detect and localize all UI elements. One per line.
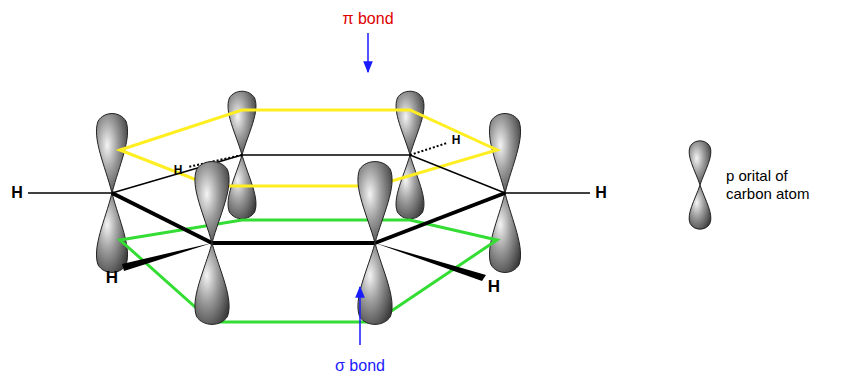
p-orbital xyxy=(689,141,711,229)
legend-text: p orital of carbon atom xyxy=(726,167,826,203)
hydrogen-label: H xyxy=(106,269,118,286)
hydrogen-label: H xyxy=(174,164,183,176)
pi-bond-label: π bond xyxy=(342,11,393,27)
p-orbital xyxy=(358,162,392,325)
p-orbital xyxy=(195,162,229,325)
hydrogen-label: H xyxy=(452,134,461,146)
sigma-pointer xyxy=(359,287,361,345)
pi-ring-upper xyxy=(120,110,497,186)
sigma-bond-label: σ bond xyxy=(335,358,385,374)
sigma-framework xyxy=(28,143,590,281)
hydrogen-label: H xyxy=(488,278,500,295)
pi-ring-lower xyxy=(120,220,497,322)
hydrogen-label: H xyxy=(11,185,23,201)
hydrogen-label: H xyxy=(595,185,607,201)
pi-pointer xyxy=(367,33,369,72)
